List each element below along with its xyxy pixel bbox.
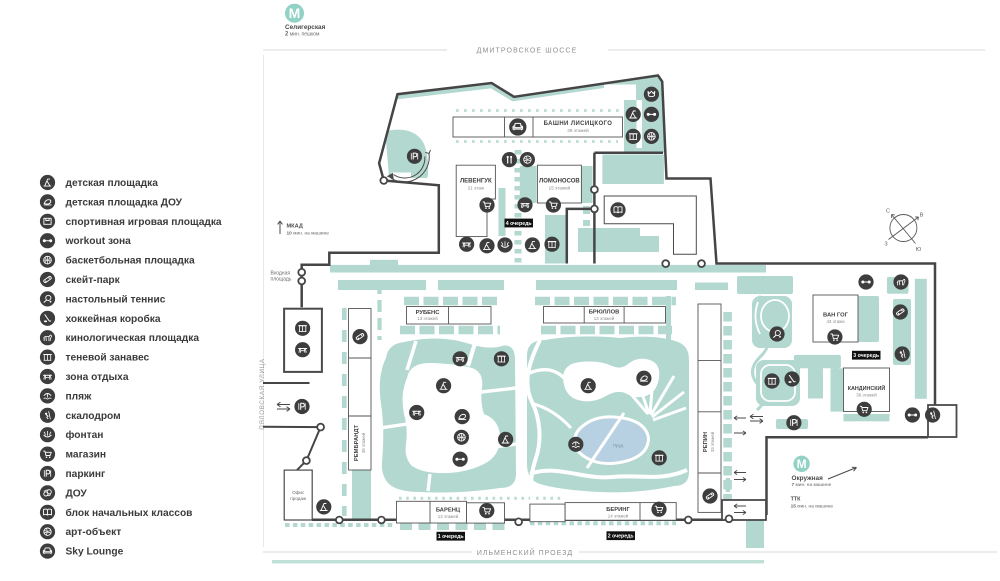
svg-text:арт-объект: арт-объект — [66, 526, 122, 538]
svg-text:скейт-парк: скейт-парк — [66, 275, 121, 286]
svg-text:Селигерская: Селигерская — [285, 24, 326, 31]
svg-text:скалодром: скалодром — [66, 411, 121, 422]
svg-text:M: M — [289, 5, 301, 21]
svg-text:3 очередь: 3 очередь — [853, 353, 879, 359]
svg-text:38 этажей: 38 этажей — [361, 432, 366, 453]
svg-text:2 очередь: 2 очередь — [608, 534, 634, 540]
svg-text:БЕРИНГ: БЕРИНГ — [606, 507, 630, 513]
svg-text:КАНДИНСКИЙ: КАНДИНСКИЙ — [848, 384, 886, 392]
svg-text:13 этажей: 13 этажей — [417, 316, 438, 321]
svg-text:Sky Lounge: Sky Lounge — [66, 547, 124, 558]
svg-text:РЕМБРАНДТ: РЕМБРАНДТ — [354, 424, 360, 461]
svg-text:ЛОМОНОСОВ: ЛОМОНОСОВ — [539, 179, 580, 185]
svg-text:M: M — [797, 457, 807, 471]
svg-text:Пруд: Пруд — [613, 443, 624, 448]
svg-text:хоккейная коробка: хоккейная коробка — [66, 313, 161, 325]
svg-text:43 этажа: 43 этажа — [826, 319, 845, 324]
svg-text:13 этажей: 13 этажей — [594, 316, 615, 321]
svg-text:пляж: пляж — [66, 391, 93, 402]
svg-text:С: С — [886, 209, 890, 215]
svg-text:ДОУ: ДОУ — [66, 488, 88, 499]
svg-text:39 этажей: 39 этажей — [710, 431, 715, 452]
svg-text:БАШНИ ЛИСИЦКОГО: БАШНИ ЛИСИЦКОГО — [544, 121, 613, 127]
svg-text:зона отдыха: зона отдыха — [66, 372, 129, 383]
svg-text:МКАД: МКАД — [287, 224, 303, 230]
svg-text:настольный теннис: настольный теннис — [66, 294, 166, 305]
svg-text:ИЛЬМЕНСКИЙ ПРОЕЗД: ИЛЬМЕНСКИЙ ПРОЕЗД — [477, 548, 573, 557]
svg-text:36 этажей: 36 этажей — [856, 393, 877, 398]
svg-text:БРЮЛЛОВ: БРЮЛЛОВ — [589, 310, 620, 316]
svg-text:З: З — [884, 242, 887, 248]
svg-text:4 очередь: 4 очередь — [506, 221, 532, 227]
svg-text:14 этажей: 14 этажей — [608, 514, 629, 519]
svg-text:магазин: магазин — [66, 450, 107, 461]
svg-text:спортивная игровая площадка: спортивная игровая площадка — [66, 217, 222, 228]
svg-text:баскетбольная площадка: баскетбольная площадка — [66, 255, 195, 267]
svg-text:В: В — [920, 213, 924, 219]
svg-text:Офис: Офис — [292, 490, 305, 495]
svg-text:21 этаж: 21 этаж — [468, 186, 485, 191]
svg-text:паркинг: паркинг — [66, 469, 106, 480]
svg-text:Ю: Ю — [916, 247, 922, 253]
svg-text:ВАН ГОГ: ВАН ГОГ — [823, 313, 849, 319]
svg-text:продаж: продаж — [290, 496, 307, 501]
svg-text:Окружная: Окружная — [792, 475, 824, 482]
svg-text:Входная: Входная — [271, 271, 291, 277]
svg-text:блок начальных классов: блок начальных классов — [66, 507, 193, 519]
svg-text:ЛЕВЕНГУК: ЛЕВЕНГУК — [460, 179, 492, 185]
svg-text:РЕПИН: РЕПИН — [703, 432, 709, 452]
svg-text:13 этажей: 13 этажей — [438, 514, 459, 519]
svg-text:ТТК: ТТК — [791, 497, 802, 503]
svg-text:теневой занавес: теневой занавес — [66, 353, 150, 364]
svg-text:15 мин. на машине: 15 мин. на машине — [791, 504, 834, 510]
svg-text:площадь: площадь — [271, 276, 292, 282]
svg-text:2 мин. пешком: 2 мин. пешком — [285, 31, 320, 37]
svg-text:кинологическая площадка: кинологическая площадка — [66, 333, 200, 344]
svg-text:workout зона: workout зона — [65, 236, 132, 247]
svg-text:ПЯЛОВСКАЯ УЛИЦА: ПЯЛОВСКАЯ УЛИЦА — [259, 358, 266, 430]
svg-text:ДМИТРОВСКОЕ ШОССЕ: ДМИТРОВСКОЕ ШОССЕ — [477, 48, 578, 55]
svg-text:1 очередь: 1 очередь — [438, 534, 464, 540]
svg-text:детская площадка: детская площадка — [66, 178, 159, 189]
svg-text:детская площадка ДОУ: детская площадка ДОУ — [66, 197, 183, 208]
svg-text:фонтан: фонтан — [66, 429, 104, 441]
svg-text:39 этажей: 39 этажей — [567, 127, 589, 133]
svg-text:БАРЕНЦ: БАРЕНЦ — [436, 508, 461, 514]
svg-text:10 мин. на машине: 10 мин. на машине — [287, 231, 330, 237]
svg-text:РУБЕНС: РУБЕНС — [416, 310, 441, 316]
svg-text:15 этажей: 15 этажей — [549, 185, 571, 191]
svg-text:7 мин. на машине: 7 мин. на машине — [792, 482, 832, 488]
